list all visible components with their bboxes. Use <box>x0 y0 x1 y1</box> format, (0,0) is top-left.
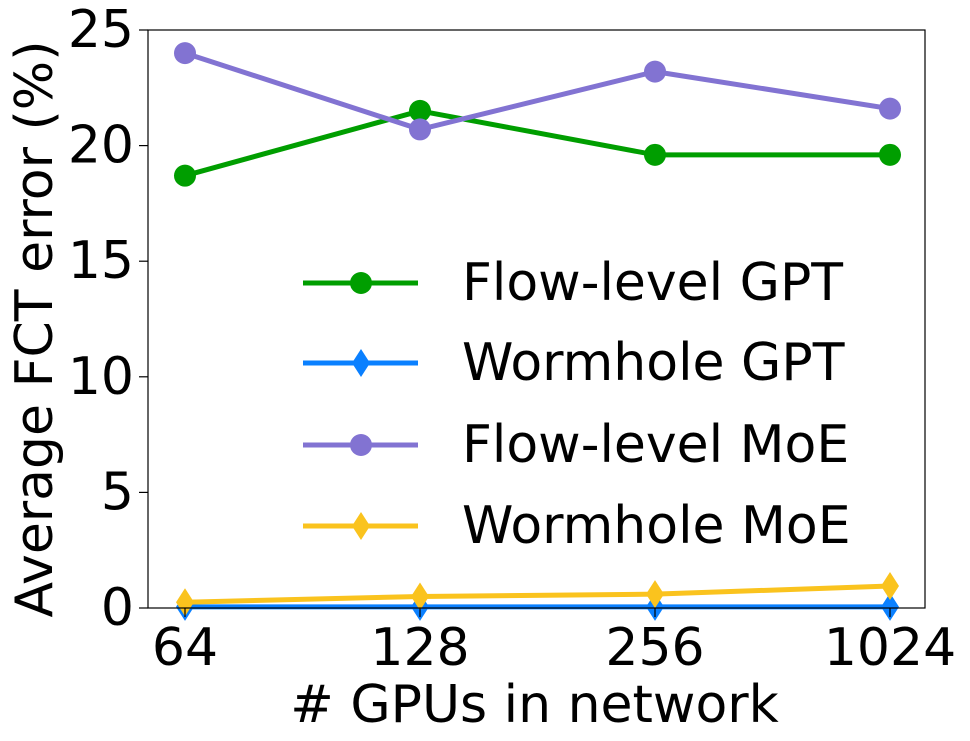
x-tick-label: 1024 <box>824 618 956 678</box>
y-tick-label: 5 <box>101 462 134 522</box>
y-tick-label: 10 <box>68 347 134 407</box>
legend-label: Wormhole MoE <box>462 496 851 556</box>
data-point <box>881 572 899 601</box>
data-point <box>879 97 901 120</box>
data-point <box>644 60 666 83</box>
data-point <box>411 582 429 611</box>
x-axis-label: # GPUs in network <box>290 675 779 735</box>
data-point <box>879 143 901 166</box>
x-tick-label: 64 <box>152 618 218 678</box>
legend-marker <box>350 272 372 294</box>
series-line <box>184 50 891 132</box>
data-point <box>644 143 666 166</box>
data-point <box>174 164 196 187</box>
legend-label: Flow-level MoE <box>462 415 849 475</box>
series-2 <box>174 42 901 141</box>
series-0 <box>174 99 901 187</box>
series-line <box>184 583 891 605</box>
legend-marker <box>352 512 370 540</box>
data-point <box>646 580 664 609</box>
x-tick-label: 128 <box>370 618 469 678</box>
legend-marker <box>350 434 372 456</box>
y-tick-label: 25 <box>68 0 134 60</box>
legend-item: Flow-level MoE <box>303 415 849 475</box>
data-point <box>174 42 196 65</box>
data-point <box>881 592 899 621</box>
legend-label: Flow-level GPT <box>462 253 843 313</box>
plot-frame <box>147 29 926 609</box>
legend-label: Wormhole GPT <box>462 333 845 393</box>
series-layer <box>174 42 901 621</box>
y-axis: 0 5 10 15 20 25 <box>68 0 148 638</box>
legend: Flow-level GPT Wormhole GPT Flow-level MoE… <box>303 253 851 556</box>
y-tick-label: 15 <box>68 231 134 291</box>
data-point <box>409 99 431 122</box>
y-axis-label: Average FCT error (%) <box>5 41 65 618</box>
legend-marker <box>352 349 370 377</box>
y-tick-label: 0 <box>101 578 134 638</box>
series-3 <box>176 572 899 617</box>
legend-item: Wormhole MoE <box>303 496 851 556</box>
data-point <box>176 588 194 617</box>
data-point <box>409 118 431 141</box>
series-line <box>184 108 890 179</box>
y-tick-label: 20 <box>68 116 134 176</box>
x-tick-label: 256 <box>605 618 704 678</box>
x-axis: 64 128 256 1024 <box>152 608 956 678</box>
legend-item: Wormhole GPT <box>303 333 845 393</box>
legend-item: Flow-level GPT <box>303 253 843 313</box>
